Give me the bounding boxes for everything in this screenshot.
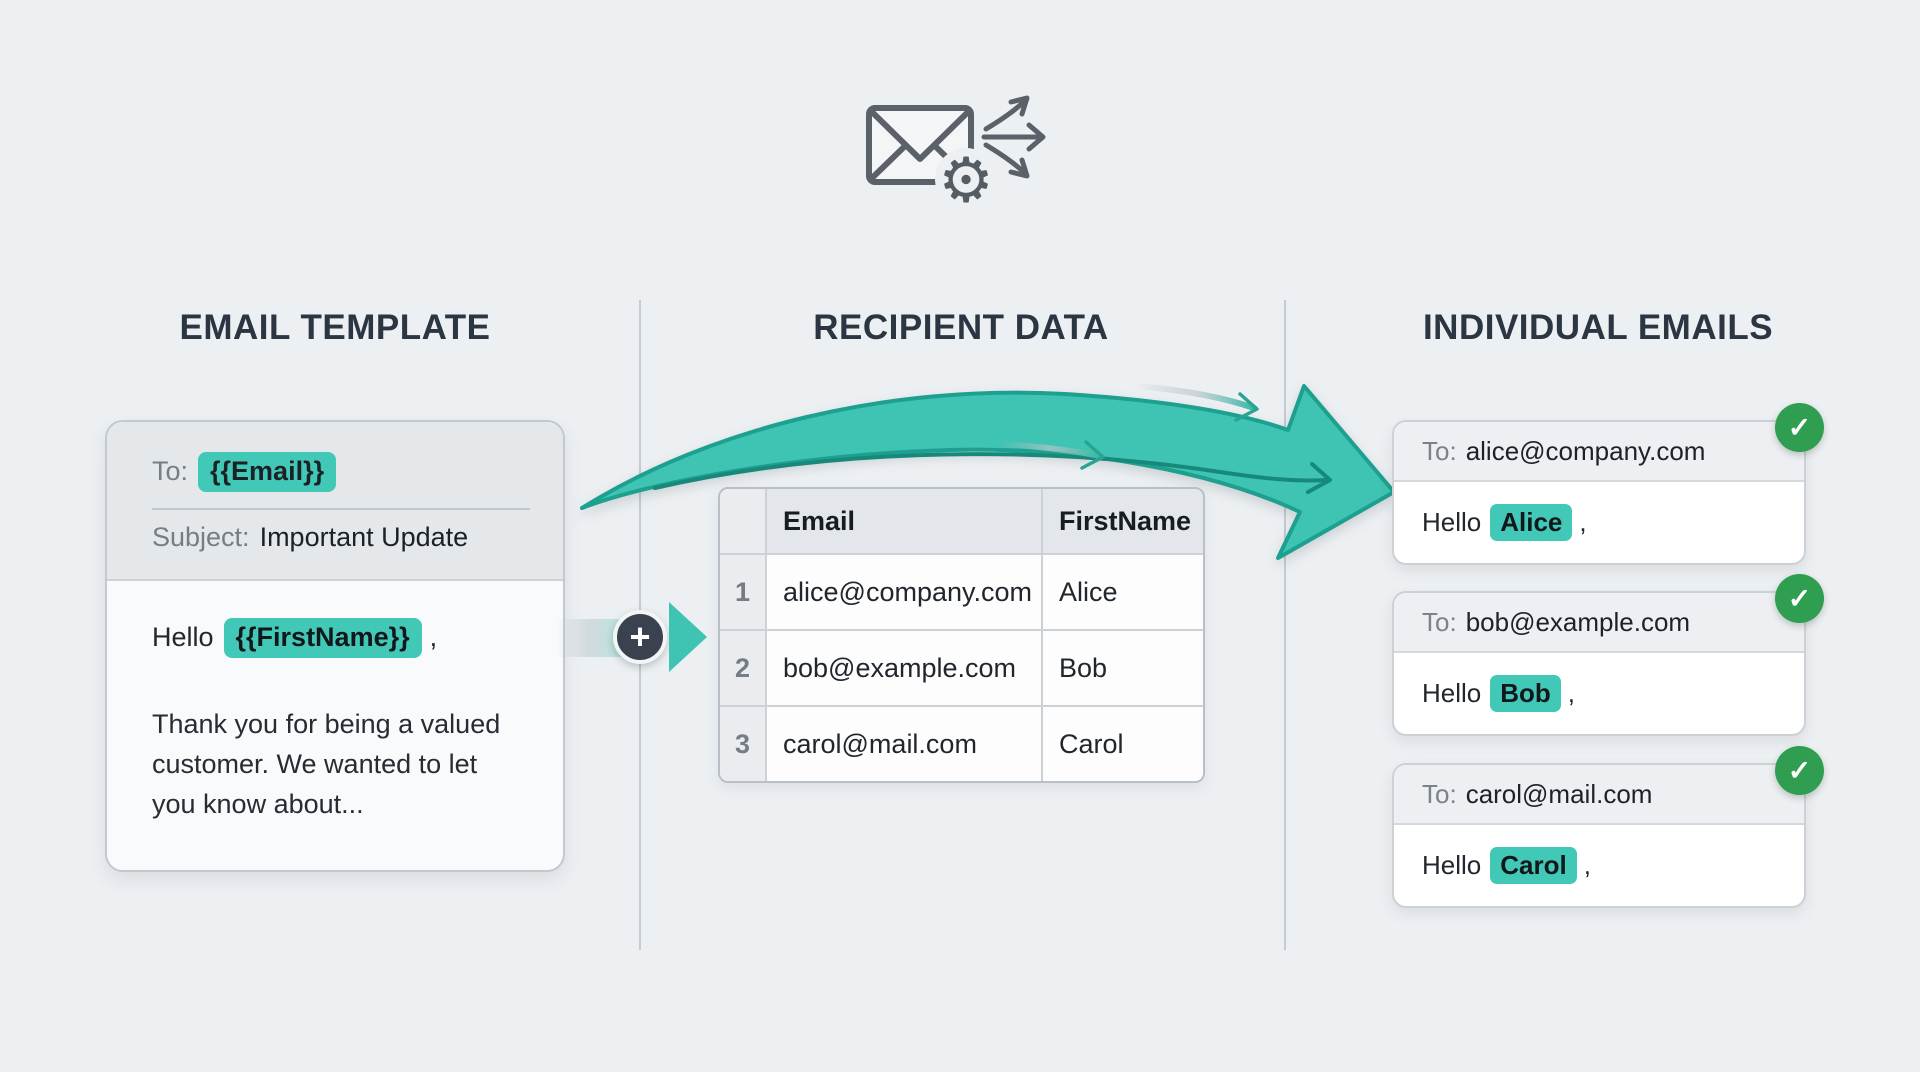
subject-value: Important Update	[259, 522, 469, 552]
plus-glyph: +	[629, 616, 651, 657]
merge-arrow	[580, 383, 1396, 560]
greeting-suffix: ,	[429, 622, 438, 652]
table-corner-cell	[720, 489, 767, 555]
merge-arrow-inner-arrowhead	[1306, 462, 1332, 494]
merge-arrow-swoosh	[580, 384, 1396, 560]
cell-email: carol@mail.com	[767, 707, 1043, 781]
greeting-prefix: Hello	[1422, 678, 1482, 708]
greeting-suffix: ,	[1579, 507, 1587, 537]
to-label: To:	[1422, 606, 1457, 637]
to-value: alice@company.com	[1465, 435, 1706, 466]
envelope-fold-left-icon	[869, 143, 908, 181]
to-label: To:	[1422, 435, 1457, 466]
email-template-card: To: {{Email}} Subject: Important Update He…	[105, 420, 565, 872]
check-glyph: ✓	[1787, 755, 1812, 786]
template-body-text: Thank you for being a valued customer. W…	[152, 704, 500, 824]
to-value: bob@example.com	[1465, 606, 1691, 637]
greeting-prefix: Hello	[1422, 507, 1482, 537]
to-label: To:	[152, 456, 189, 486]
column-header-firstname: FirstName	[1043, 489, 1203, 555]
heading-recipient-data: RECIPIENT DATA	[813, 308, 1109, 347]
check-glyph: ✓	[1787, 583, 1812, 614]
template-subject-row: Subject: Important Update	[152, 522, 468, 553]
template-greeting: Hello {{FirstName}},	[152, 618, 437, 658]
individual-email-card: To: alice@company.com Hello Alice, ✓	[1392, 403, 1824, 565]
envelope-flap-icon	[869, 109, 971, 162]
template-header-divider	[152, 508, 530, 510]
template-body-line: customer. We wanted to let	[152, 749, 478, 779]
email-card-header: To: carol@mail.com	[1394, 765, 1804, 825]
connector-arrowhead	[669, 602, 707, 672]
success-check-icon: ✓	[1775, 746, 1824, 795]
to-label: To:	[1422, 778, 1457, 809]
email-card-body: Hello Carol,	[1394, 825, 1804, 906]
template-body-line: you know about...	[152, 789, 364, 819]
heading-individual-emails: INDIVIDUAL EMAILS	[1422, 308, 1774, 347]
cell-email: alice@company.com	[767, 555, 1043, 631]
cell-email: bob@example.com	[767, 631, 1043, 707]
template-body-line: Thank you for being a valued	[152, 709, 501, 739]
email-card-body: Hello Bob,	[1394, 653, 1804, 734]
row-number: 2	[720, 631, 767, 707]
greeting-prefix: Hello	[1422, 850, 1482, 880]
speed-arrow-upper	[1132, 383, 1257, 411]
gear-icon: ⚙	[938, 147, 994, 216]
mail-merge-icon: ⚙	[866, 95, 1046, 216]
cell-firstname: Alice	[1043, 555, 1203, 631]
gear-halo	[935, 148, 997, 210]
success-check-icon: ✓	[1775, 574, 1824, 623]
speed-arrowhead-upper	[1234, 392, 1259, 422]
merged-name-chip: Carol	[1490, 847, 1577, 884]
template-card-header	[107, 422, 563, 581]
greeting-suffix: ,	[1567, 678, 1576, 708]
subject-label: Subject:	[152, 522, 250, 552]
cell-firstname: Bob	[1043, 631, 1203, 707]
template-to-row: To: {{Email}}	[152, 452, 337, 492]
email-card-header: To: bob@example.com	[1394, 593, 1804, 653]
plus-icon: +	[613, 610, 667, 664]
heading-email-template: EMAIL TEMPLATE	[179, 308, 491, 347]
fanout-arrowhead-down-icon	[1008, 157, 1030, 179]
individual-email-card: To: carol@mail.com Hello Carol, ✓	[1392, 746, 1824, 908]
firstname-placeholder-chip: {{FirstName}}	[223, 618, 422, 658]
to-value: carol@mail.com	[1465, 778, 1653, 809]
success-check-icon: ✓	[1775, 403, 1824, 452]
fanout-arrowhead-up-icon	[1008, 95, 1030, 117]
email-placeholder-chip: {{Email}}	[198, 452, 337, 492]
column-header-email: Email	[767, 489, 1043, 555]
row-number: 3	[720, 707, 767, 781]
recipient-data-table: Email FirstName 1 alice@company.com Alic…	[718, 487, 1205, 783]
greeting-prefix: Hello	[152, 622, 214, 652]
row-number: 1	[720, 555, 767, 631]
greeting-suffix: ,	[1583, 850, 1591, 880]
individual-email-card: To: bob@example.com Hello Bob, ✓	[1392, 574, 1824, 736]
check-glyph: ✓	[1787, 412, 1812, 443]
cell-firstname: Carol	[1043, 707, 1203, 781]
merged-name-chip: Bob	[1490, 675, 1561, 712]
email-card-header: To: alice@company.com	[1394, 422, 1804, 482]
speed-arrow-lower	[995, 441, 1103, 459]
email-card-body: Hello Alice,	[1394, 482, 1804, 563]
merged-name-chip: Alice	[1490, 504, 1573, 541]
column-divider-right	[1284, 300, 1286, 950]
speed-arrowhead-lower	[1080, 440, 1105, 470]
fanout-arrowhead-mid-icon	[1026, 122, 1046, 152]
